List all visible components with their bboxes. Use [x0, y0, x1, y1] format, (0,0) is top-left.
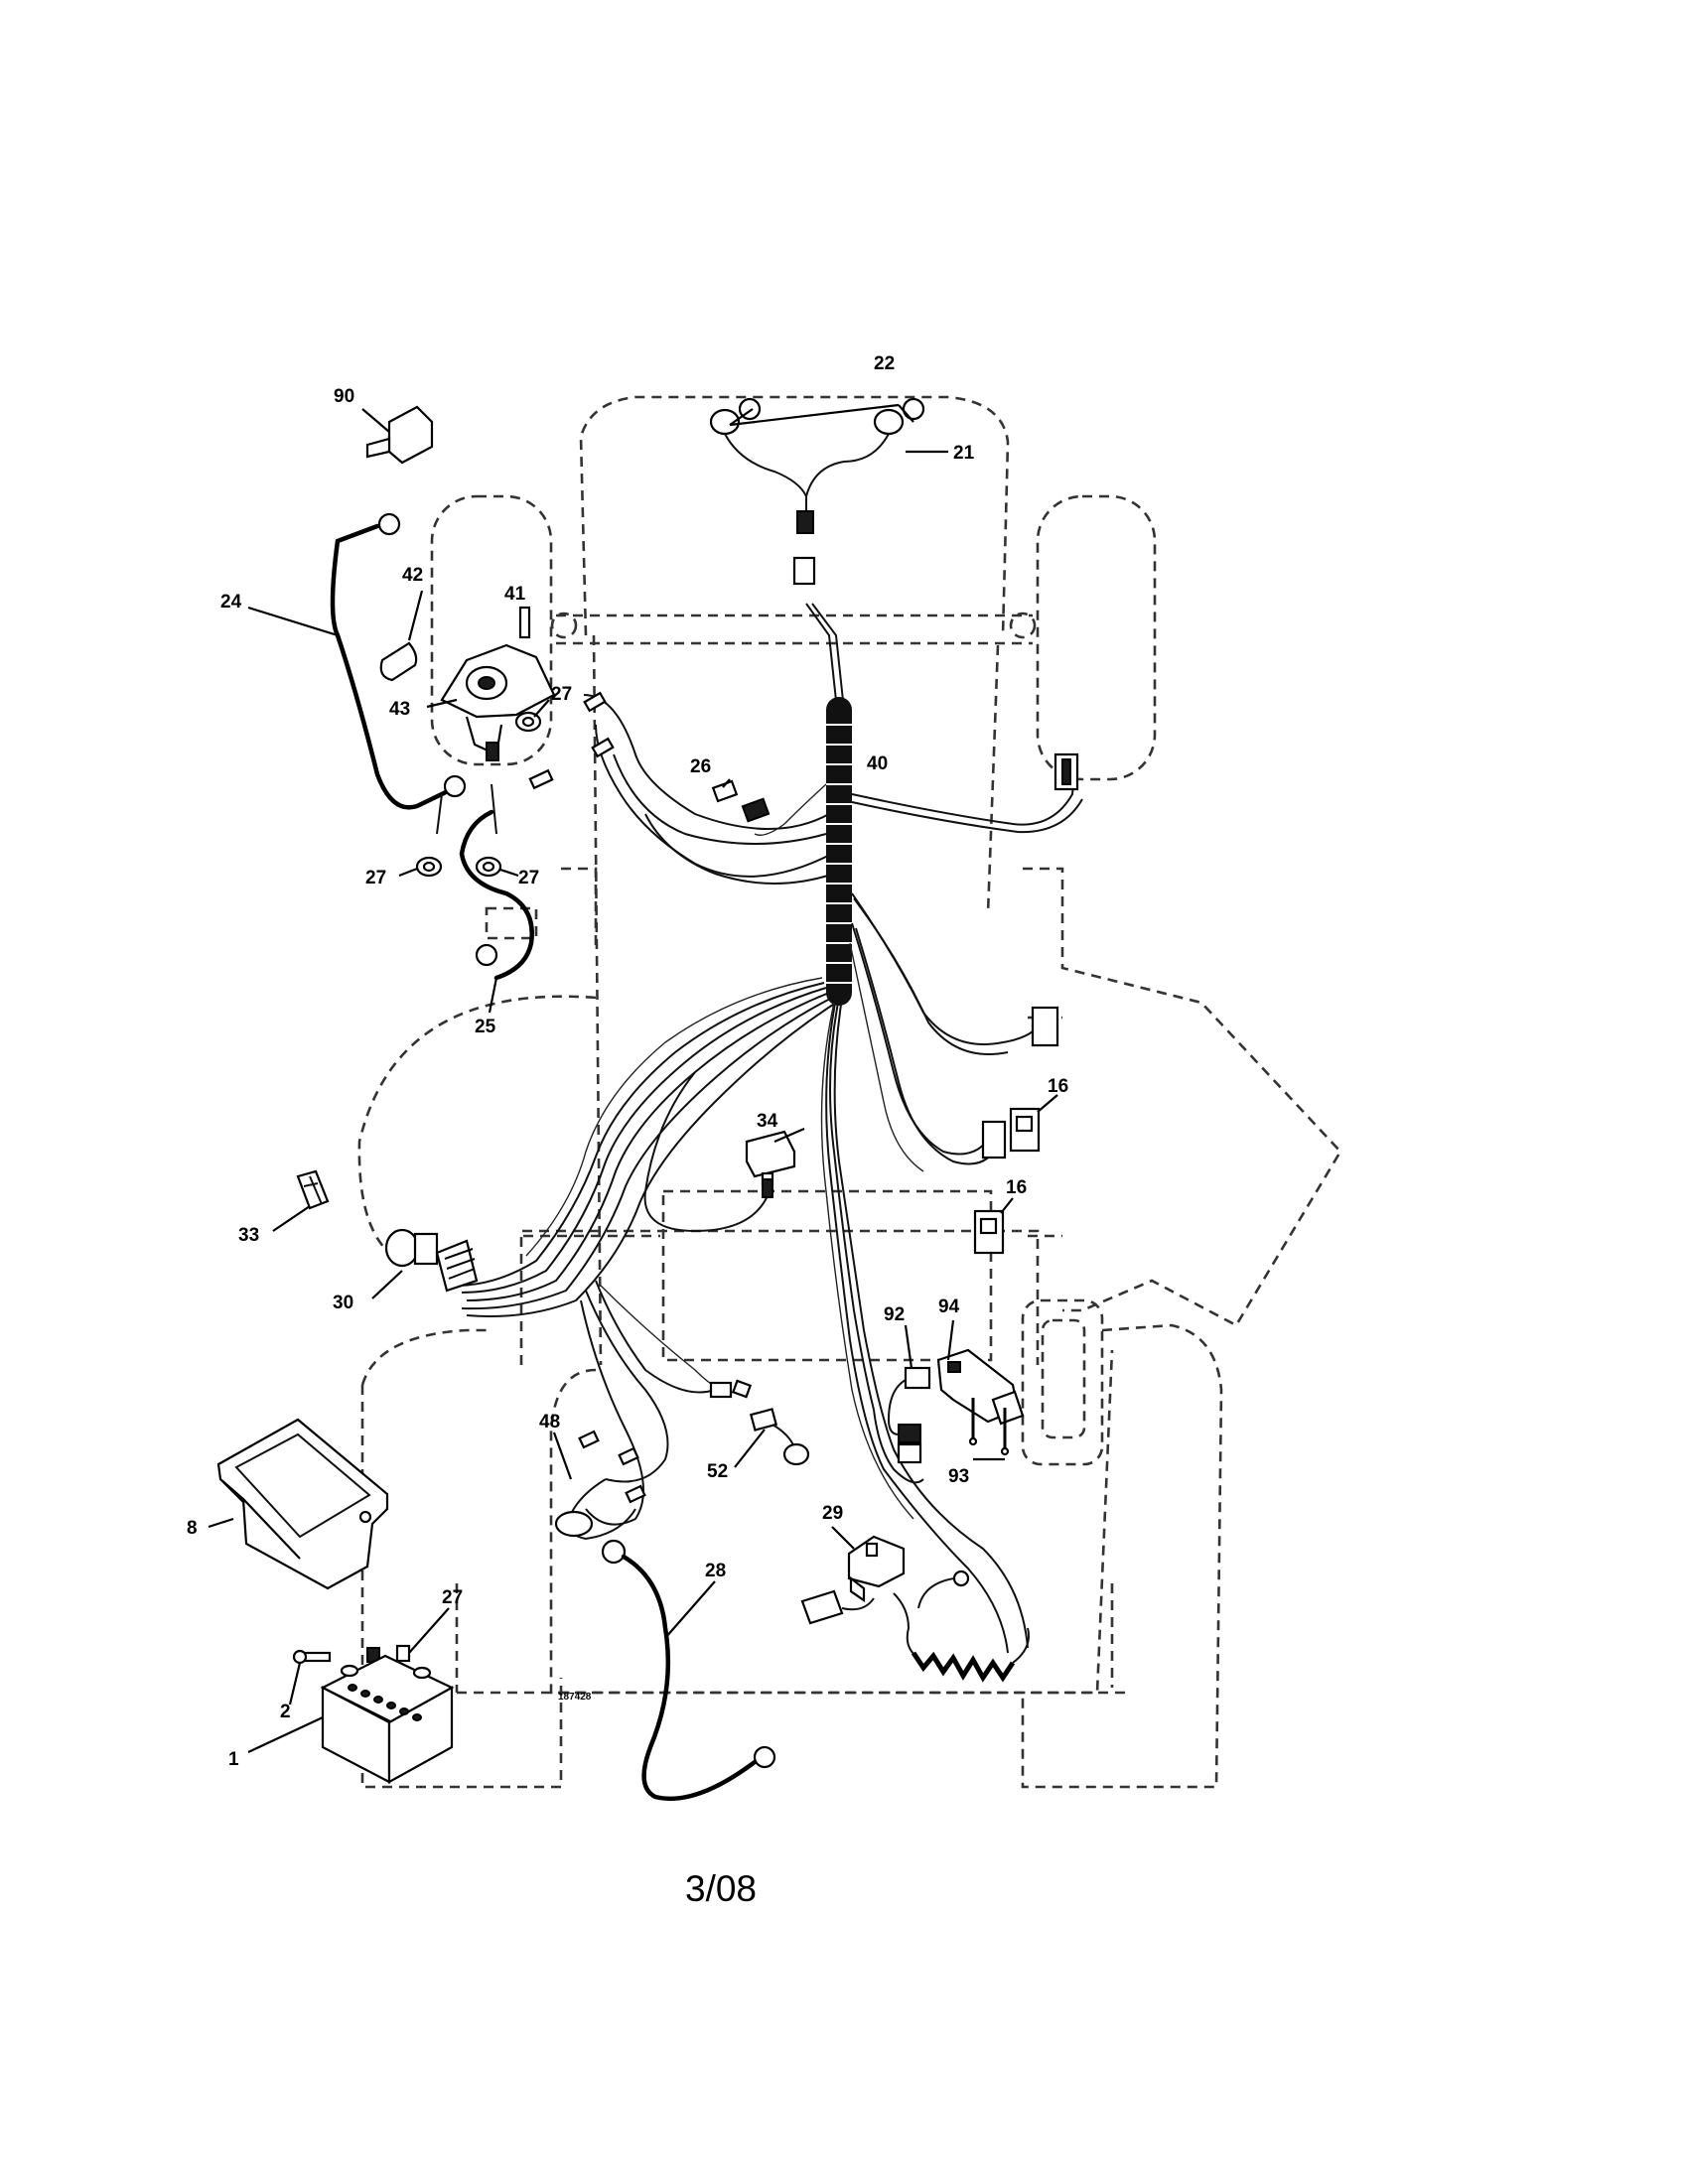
part-93-screws — [968, 1398, 1010, 1456]
callout-30: 30 — [333, 1293, 353, 1313]
part-28-cable — [601, 1539, 776, 1802]
part-2-bolt — [292, 1644, 411, 1665]
part-34-switch — [745, 1130, 796, 1198]
callout-33: 33 — [238, 1225, 259, 1246]
right-front-connector — [1053, 752, 1079, 791]
callout-16-a: 16 — [1048, 1076, 1068, 1097]
part-33-plug — [296, 1169, 330, 1210]
callout-29: 29 — [822, 1503, 843, 1524]
part-94-switch — [936, 1348, 1025, 1426]
callout-28: 28 — [705, 1561, 726, 1581]
callout-41: 41 — [504, 584, 526, 605]
callout-94: 94 — [938, 1297, 960, 1317]
part-48-harness — [554, 1430, 646, 1541]
part-29-switch — [800, 1535, 1030, 1683]
callout-26: 26 — [690, 756, 711, 777]
part-16-switch-b — [973, 1209, 1005, 1255]
callout-22: 22 — [874, 353, 895, 374]
callout-52: 52 — [707, 1461, 728, 1482]
callout-27-c: 27 — [518, 868, 539, 888]
callout-27-d: 27 — [442, 1587, 463, 1608]
callout-48: 48 — [539, 1412, 560, 1433]
callout-27-a: 27 — [551, 684, 572, 705]
callout-21: 21 — [953, 443, 975, 464]
callout-24: 24 — [220, 592, 242, 613]
callout-25: 25 — [475, 1017, 496, 1037]
part-92-connector — [887, 1366, 931, 1464]
callout-16-b: 16 — [1006, 1177, 1027, 1198]
callout-42: 42 — [402, 565, 423, 586]
callout-8: 8 — [187, 1518, 198, 1539]
part-27-nut-b — [415, 856, 443, 878]
callout-2: 2 — [280, 1702, 291, 1722]
connector-near-52 — [709, 1379, 753, 1399]
solenoid-leads — [436, 691, 615, 835]
callout-92: 92 — [884, 1304, 905, 1325]
part-27-nut-a — [514, 711, 542, 733]
part-25-cable — [459, 809, 534, 981]
callout-34: 34 — [757, 1111, 778, 1132]
harness-right-connectors — [981, 1006, 1059, 1160]
part-41-bolt — [518, 606, 531, 639]
part-16-switch-a — [1009, 1107, 1041, 1153]
main-wire-harness — [454, 603, 1083, 1654]
footer-code: 3/08 — [685, 1868, 757, 1909]
callout-labels: 90 24 42 41 43 27 27 27 25 22 21 26 40 1… — [187, 353, 1068, 1770]
part-21-headlight-harness — [724, 433, 890, 586]
leader-lines — [208, 403, 1058, 1753]
part-27-nut-c — [475, 856, 502, 878]
callout-43: 43 — [389, 699, 410, 720]
part-1-battery — [320, 1654, 455, 1784]
callout-27-b: 27 — [365, 868, 386, 888]
part-43-solenoid — [440, 643, 556, 761]
drawing-number: 187428 — [558, 1692, 592, 1703]
callout-90: 90 — [334, 386, 354, 407]
part-30-ignition-switch — [384, 1228, 479, 1293]
part-8-battery-tray — [216, 1418, 389, 1590]
part-90-relay — [365, 405, 434, 465]
part-24-cable — [330, 512, 467, 810]
callout-93: 93 — [948, 1466, 969, 1487]
part-52-bulb — [749, 1408, 810, 1466]
tractor-outline — [357, 395, 1342, 1789]
part-42-boot — [379, 641, 418, 682]
part-26-connectors — [711, 779, 771, 823]
callout-40: 40 — [867, 753, 888, 774]
callout-1: 1 — [228, 1749, 239, 1770]
